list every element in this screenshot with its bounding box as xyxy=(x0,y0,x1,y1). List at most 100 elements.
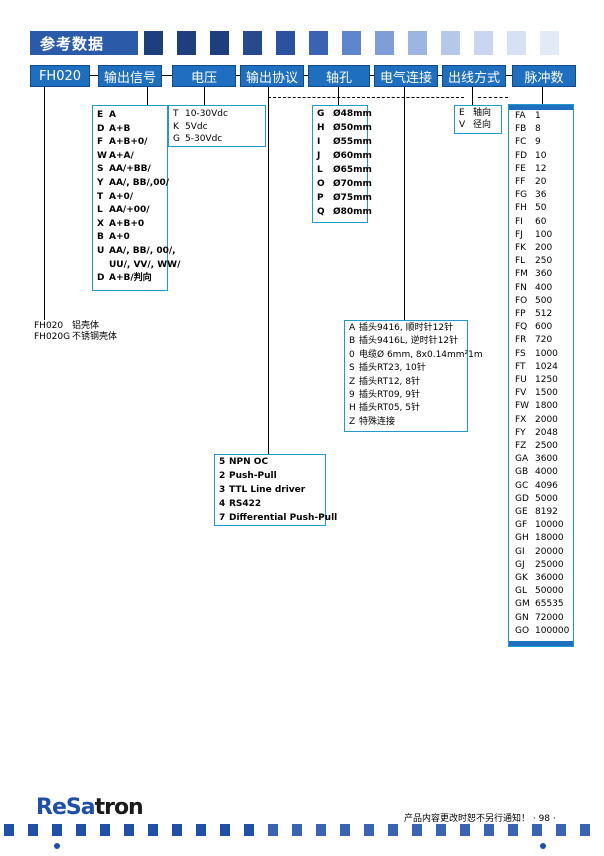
footer-square xyxy=(244,824,254,836)
pulse-code: GM xyxy=(515,599,530,610)
pulse-code: FY xyxy=(515,427,526,438)
pulse-code: FE xyxy=(515,163,526,174)
pulse-code: GH xyxy=(515,533,529,544)
pulse-code: FS xyxy=(515,348,526,359)
footer-square xyxy=(460,824,470,836)
option-desc: Ø80mm xyxy=(333,207,372,217)
page-title: 参考数据 xyxy=(40,35,105,53)
option-code: 4 xyxy=(219,499,226,509)
pulse-value: 4096 xyxy=(535,480,558,491)
pulse-code: GF xyxy=(515,520,528,531)
option-code: O xyxy=(317,179,325,189)
option-row: UU/, VV/, WW/ xyxy=(97,259,180,271)
option-desc: 插头RT23, 10针 xyxy=(359,363,426,374)
header-square xyxy=(243,31,262,55)
option-desc: Differential Push-Pull xyxy=(229,513,338,523)
option-code: G xyxy=(173,134,180,144)
option-desc: 插头RT12, 8针 xyxy=(359,376,420,387)
option-code: H xyxy=(317,123,325,133)
option-code: Y xyxy=(97,178,104,188)
option-desc: Push-Pull xyxy=(229,471,277,481)
option-desc: 5Vdc xyxy=(185,121,208,132)
option-code: B xyxy=(97,232,104,243)
pulse-code: FA xyxy=(515,111,526,121)
footer-square xyxy=(580,824,590,836)
pulse-value: 9 xyxy=(535,137,541,148)
header-square xyxy=(375,31,394,55)
pulse-value: 2000 xyxy=(535,414,558,425)
pulse-value: 20000 xyxy=(535,546,564,557)
footer-square xyxy=(28,824,38,836)
option-desc: A+B xyxy=(109,123,131,134)
footer-square xyxy=(388,824,398,836)
header-title-bar xyxy=(30,31,138,55)
pulse-code: FM xyxy=(515,269,528,280)
pulse-value: 512 xyxy=(535,309,553,319)
code-output-signal: 输出信号 xyxy=(98,65,162,87)
option-code: A xyxy=(349,323,356,333)
header-square xyxy=(408,31,427,55)
header-square xyxy=(144,31,163,55)
option-desc: Ø55mm xyxy=(333,137,372,147)
option-code: T xyxy=(173,109,179,119)
header-square xyxy=(507,31,526,55)
option-desc: Ø75mm xyxy=(333,193,372,203)
option-code: Z xyxy=(349,416,356,427)
pulse-value: 36 xyxy=(535,190,547,201)
option-row: E 轴向 xyxy=(459,107,491,119)
code-output-protocol: 输出协议 xyxy=(240,65,304,87)
option-desc: TTL Line driver xyxy=(229,485,306,495)
footer-square xyxy=(124,824,134,836)
pulse-code: FH xyxy=(515,203,527,214)
pulse-code: FT xyxy=(515,361,526,372)
pulse-value: 1 xyxy=(535,111,541,121)
pulse-code: GI xyxy=(515,546,525,557)
pulse-value: 12 xyxy=(535,163,547,174)
pulse-value: 1024 xyxy=(535,361,558,372)
pulse-row: FA 1 xyxy=(515,111,541,121)
option-desc: Ø65mm xyxy=(333,165,372,175)
pulse-value: 5000 xyxy=(535,493,558,504)
option-desc: 轴向 xyxy=(473,108,492,118)
option-desc: AA/, BB/, 00/, xyxy=(109,246,176,256)
option-code: E xyxy=(459,108,465,118)
pulse-row: GI 20000 xyxy=(515,547,564,557)
pulse-value: 3600 xyxy=(535,454,558,465)
pulse-code: FN xyxy=(515,282,527,293)
footer-square xyxy=(532,824,542,836)
option-desc: Ø60mm xyxy=(333,151,372,161)
code-housing: FH020 xyxy=(30,65,90,87)
option-desc: RS422 xyxy=(229,499,262,509)
option-code: L xyxy=(97,205,103,216)
option-code: FH020G xyxy=(34,332,71,342)
option-code: D xyxy=(97,273,105,284)
option-code: H xyxy=(349,403,356,414)
footer-square xyxy=(436,824,446,836)
